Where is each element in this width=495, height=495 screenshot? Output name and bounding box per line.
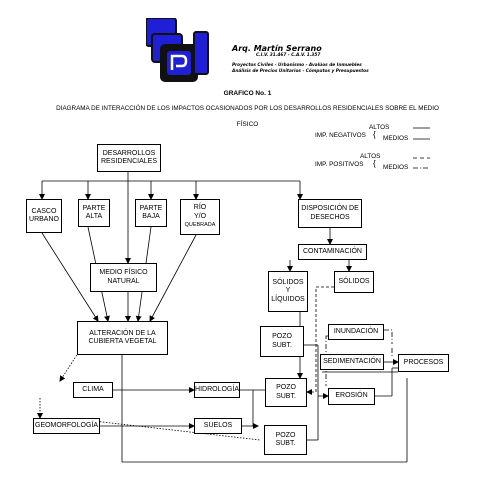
figure-title-line1: DIAGRAMA DE INTERACCIÓN DE LOS IMPACTOS … (56, 105, 439, 112)
legend-negative-medium: MEDIOS (383, 135, 409, 142)
node-text: SÓLIDOS (272, 278, 304, 286)
node-text: ALTERACIÓN DE LA (89, 329, 156, 337)
node-text: PARTE (139, 204, 163, 212)
firm-services-1: Proyectos Civiles - Urbanismo - Avalúos … (232, 63, 362, 68)
node-text: POZO (272, 333, 292, 340)
node-text: URBANO (29, 216, 59, 223)
figure-title-line2: FÍSICO (236, 121, 259, 128)
node-text: NATURAL (107, 277, 140, 285)
firm-brand: Arq. Martín Serrano C.I.V. 31.467 - C.A.… (232, 44, 369, 74)
node-text: CUBIERTA VEGETAL (88, 338, 157, 345)
node-text: RESIDENCIALES (100, 158, 158, 165)
node-geomorfologia: GEOMORFOLOGÍA (33, 418, 100, 434)
node-text: HIDROLOGÍA (195, 385, 239, 393)
node-text: SUBT. (275, 440, 296, 447)
node-solidos: SÓLIDOS (334, 271, 374, 293)
node-text: PROCESOS (403, 358, 444, 366)
node-text: CLIMA (82, 385, 104, 393)
node-text: RÍO (193, 204, 207, 212)
node-contaminacion: CONTAMINACIÓN (298, 244, 367, 260)
node-text: DESECHOS (310, 213, 350, 221)
node-text: Y/O (193, 212, 207, 220)
legend-negative-high: ALTOS (369, 124, 390, 131)
node-text: CONTAMINACIÓN (303, 247, 362, 255)
node-text: BAJA (142, 213, 160, 220)
legend-negative-label: IMP. NEGATIVOS (315, 132, 366, 139)
node-text: ALTA (85, 213, 103, 220)
node-erosion: EROSIÓN (328, 388, 375, 405)
node-suelos: SUELOS (194, 418, 242, 434)
node-text: SUBT. (276, 392, 296, 400)
node-inundacion: INUNDACIÓN (328, 324, 384, 340)
node-text: SÓLIDOS (338, 277, 370, 285)
node-text: INUNDACIÓN (333, 327, 379, 335)
node-hidrologia: HIDROLOGÍA (194, 382, 240, 398)
legend-positive-medium: MEDIOS (383, 164, 409, 171)
legend-positive-label: IMP. POSITIVOS (315, 161, 364, 168)
node-text: SUBT. (272, 341, 292, 349)
legend-positive-high: ALTOS (360, 153, 381, 160)
node-text: MEDIO FÍSICO (99, 269, 148, 276)
node-sedimentacion: SEDIMENTACIÓN (320, 354, 384, 370)
firm-services-2: Análisis de Precios Unitarios - Cómputos… (232, 68, 369, 74)
node-text: Y (285, 287, 291, 295)
node-text: EROSIÓN (335, 392, 368, 400)
node-text: PARTE (82, 204, 106, 212)
node-text: QUEBRADA (184, 222, 216, 229)
legend-negative-brace: { (373, 130, 376, 139)
legend-positive-brace: { (373, 159, 376, 168)
firm-name: Arq. Martín Serrano (232, 44, 322, 53)
node-text: CASCO (31, 207, 57, 215)
node-procesos: PROCESOS (398, 354, 449, 372)
node-text: SEDIMENTACIÓN (323, 357, 381, 365)
node-text: LÍQUIDOS (271, 295, 305, 303)
firm-registration: C.I.V. 31.467 - C.A.V. 1.357 (256, 53, 321, 58)
firm-logo (146, 18, 209, 82)
node-text: DISPOSICIÓN DE (301, 205, 359, 212)
node-text: GEOMORFOLOGÍA (35, 421, 99, 429)
node-text: SUELOS (203, 421, 233, 429)
node-text: DESARROLLOS (102, 149, 156, 157)
node-clima: CLIMA (73, 382, 113, 398)
node-text: POZO (276, 384, 296, 391)
node-text: POZO (275, 431, 296, 439)
figure-label: GRAFICO No. 1 (223, 90, 272, 97)
